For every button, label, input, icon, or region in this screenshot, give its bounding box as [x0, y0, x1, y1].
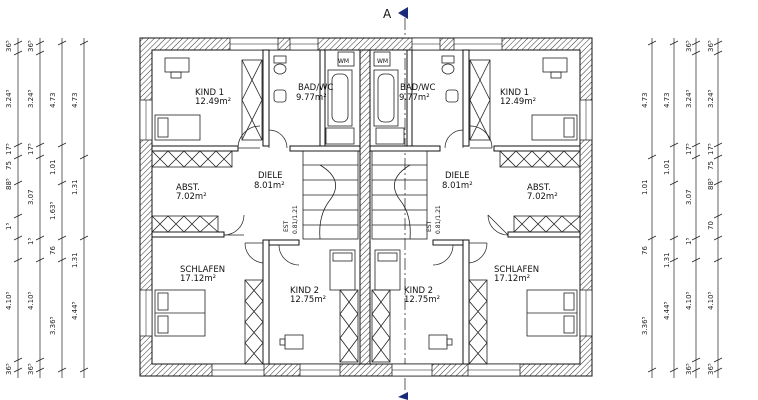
dim-label: 4.73 [49, 92, 57, 108]
dim-label: 75 [5, 161, 13, 170]
room-area: 12.75m² [290, 295, 326, 305]
room-area: 7.02m² [176, 192, 207, 202]
dim-label: 70 [707, 221, 715, 230]
dim-label: 75 [707, 161, 715, 170]
dim-label: 1.01 [49, 159, 57, 175]
interior-walls-left [151, 49, 361, 365]
dim-label: 1.01 [641, 179, 649, 195]
beds [154, 114, 578, 337]
room-name: KIND 2 [290, 286, 319, 296]
dim-label: 17⁵ [707, 143, 715, 155]
est-label: EST [426, 220, 433, 232]
dim-label: 4.73 [641, 92, 649, 108]
est-label: EST [283, 220, 290, 232]
dim-label: 17⁵ [685, 143, 693, 155]
room-labels-right: KIND 1 12.49m² BAD/WC 9.77m² WM DIELE 8.… [377, 58, 558, 305]
room-area: 7.02m² [527, 192, 558, 202]
dim-labels-right: 4.73 1.01 76 3.36⁵ 4.73 1.01 1.31 4.44⁵ … [641, 40, 715, 375]
est-value: 0.81/1.21 [435, 205, 442, 234]
room-area: 9.77m² [399, 93, 430, 103]
dim-label: 3.24⁵ [5, 89, 13, 108]
right-dimension-chains: 4.73 1.01 76 3.36⁵ 4.73 1.01 1.31 4.44⁵ … [641, 38, 723, 378]
dim-label: 3.24⁵ [27, 89, 35, 108]
dim-label: 3.07 [27, 189, 35, 205]
dim-label: 1.63⁵ [49, 201, 57, 220]
room-name: KIND 1 [195, 88, 224, 98]
room-name: ABST. [527, 183, 551, 193]
room-name: SCHLAFEN [494, 265, 539, 275]
dim-label: 3.07 [685, 189, 693, 205]
doors [223, 125, 509, 266]
dim-label: 4.44⁵ [663, 301, 671, 320]
dim-label: 1.01 [663, 159, 671, 175]
section-arrow-icon [398, 392, 408, 400]
section-line-a: A [383, 7, 408, 400]
dim-label: 76 [49, 246, 57, 255]
dim-label: 1.31 [663, 252, 671, 268]
room-area: 12.49m² [500, 97, 536, 107]
room-area: 8.01m² [254, 181, 285, 191]
dim-label: 1.31 [71, 179, 79, 195]
room-name: BAD/WC [298, 83, 333, 93]
dim-label: 1.31 [71, 252, 79, 268]
bathroom-fixtures [273, 51, 459, 145]
dim-labels-left: 36⁵ 3.24⁵ 17⁵ 75 88⁵ 1⁵ 4.10⁵ 36⁵ 36⁵ 3.… [5, 40, 79, 375]
dim-label: 36⁵ [707, 40, 715, 52]
room-name: DIELE [445, 171, 470, 181]
dim-label: 36⁵ [5, 40, 13, 52]
dim-label: 4.10⁵ [27, 291, 35, 310]
dim-label: 36⁵ [27, 363, 35, 375]
dim-label: 17⁵ [5, 143, 13, 155]
room-name: SCHLAFEN [180, 265, 225, 275]
room-area: 17.12m² [494, 274, 530, 284]
dim-label: 36⁵ [27, 40, 35, 52]
dim-label: 4.10⁵ [685, 291, 693, 310]
room-name: KIND 2 [404, 286, 433, 296]
wm-label: WM [338, 58, 349, 65]
dim-label: 1⁵ [5, 223, 13, 230]
dim-label: 4.73 [663, 92, 671, 108]
dim-label: 36⁵ [685, 40, 693, 52]
dim-label: 3.36⁵ [641, 316, 649, 335]
dim-label: 17⁵ [27, 143, 35, 155]
dim-label: 36⁵ [707, 363, 715, 375]
section-marker: A [383, 7, 392, 21]
dim-label: 3.24⁵ [707, 89, 715, 108]
staircase-right [371, 150, 428, 240]
dim-label: 76 [641, 246, 649, 255]
party-wall [359, 49, 371, 365]
dim-label: 3.24⁵ [685, 89, 693, 108]
dim-label: 1⁵ [685, 238, 693, 245]
dim-label: 4.10⁵ [5, 291, 13, 310]
dim-label: 4.73 [71, 92, 79, 108]
dim-label: 36⁵ [685, 363, 693, 375]
room-area: 9.77m² [296, 93, 327, 103]
dim-label: 4.44⁵ [71, 301, 79, 320]
dim-label: 88⁵ [707, 178, 715, 190]
dim-label: 1⁵ [27, 238, 35, 245]
section-arrow-icon [398, 7, 408, 19]
room-area: 17.12m² [180, 274, 216, 284]
dim-label: 36⁵ [5, 363, 13, 375]
room-name: KIND 1 [500, 88, 529, 98]
room-area: 12.49m² [195, 97, 231, 107]
room-area: 8.01m² [442, 181, 473, 191]
room-labels-left: KIND 1 12.49m² BAD/WC 9.77m² WM DIELE 8.… [176, 58, 349, 305]
dim-label: 3.36⁵ [49, 316, 57, 335]
room-name: BAD/WC [400, 83, 435, 93]
dim-label: 4.10⁵ [707, 291, 715, 310]
left-dimension-chains: 36⁵ 3.24⁵ 17⁵ 75 88⁵ 1⁵ 4.10⁵ 36⁵ 36⁵ 3.… [5, 38, 89, 378]
room-name: DIELE [258, 171, 283, 181]
est-value: 0.81/1.21 [292, 205, 299, 234]
room-area: 12.75m² [404, 295, 440, 305]
exterior-walls [139, 37, 593, 377]
desks [164, 57, 568, 350]
dim-label: 88⁵ [5, 178, 13, 190]
wm-label: WM [377, 58, 388, 65]
room-name: ABST. [176, 183, 200, 193]
wardrobes [151, 59, 581, 365]
staircase-left [302, 150, 359, 240]
